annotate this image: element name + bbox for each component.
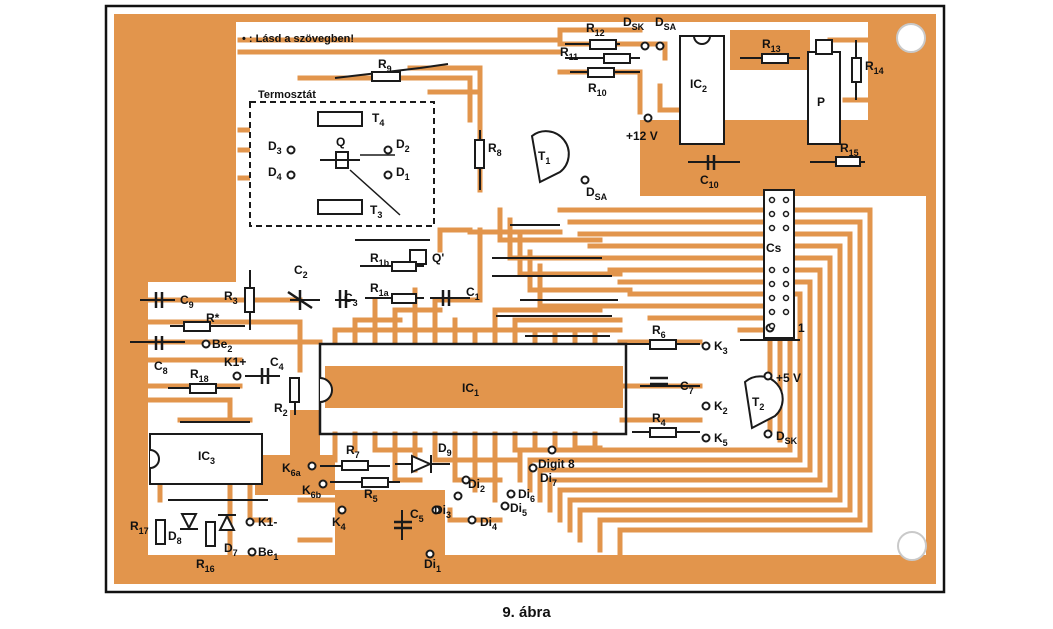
di4-label: Di4 [480,515,497,532]
crystal-qprime [409,249,427,265]
digit8-label: Digit 8 [538,457,575,471]
t4-label: T4 [372,111,384,128]
r11-label: R11 [560,45,578,62]
di6-label: Di6 [518,487,535,504]
be1-label: Be1 [258,545,278,562]
be2-label: Be2 [212,337,232,354]
termosztat-label: Termosztát [258,89,316,101]
k1p-label: K1+ [224,355,246,369]
k6b-label: K6b [302,483,322,500]
r16-label: R16 [196,557,215,574]
pcb-layout-diagram: • : Lásd a szövegben! Termosztát R12 DSK… [104,4,946,594]
di3-label: Di3 [434,503,451,520]
di1-label: Di1 [424,557,441,574]
note-text: • : Lásd a szövegben! [242,33,354,45]
r8-label: R8 [488,141,502,158]
r4-label: R4 [652,411,666,428]
c9-label: C9 [180,293,194,310]
ic2-package [679,35,725,145]
di5-label: Di5 [510,501,527,518]
c4-label: C4 [270,355,284,372]
solder-pads [201,41,775,559]
q-label: Q [336,135,345,149]
c5-label: C5 [410,507,424,524]
r5-label: R5 [364,487,378,504]
c8-label: C8 [154,359,168,376]
k5-label: K5 [714,431,728,448]
c3-label: C3 [344,291,358,308]
r13-label: R13 [762,37,781,54]
potentiometer-p [807,39,841,145]
resistors [155,39,862,547]
capacitors [154,155,716,530]
r12-label: R12 [586,21,605,38]
v12-label: +12 V [626,129,658,143]
d9-label: D9 [438,441,452,458]
t2-label: T2 [752,395,764,412]
k6a-label: K6a [282,461,302,478]
dsa2-label: DSA [586,185,608,202]
cs-pins [768,196,790,330]
diodes [180,454,433,531]
dsk2-label: DSK [776,429,798,446]
ic3-label: IC3 [198,449,215,466]
dsa-label: DSA [655,15,677,32]
ic1-package [318,342,628,436]
c1-label: C1 [466,285,480,302]
connector-cs [763,189,795,339]
r9-label: R9 [378,57,392,74]
k2-label: K2 [714,399,728,416]
mounting-hole-bottom-right [897,531,927,561]
r18-label: R18 [190,367,209,384]
di2-label: Di2 [468,477,485,494]
di7-label: Di7 [540,471,557,488]
k3-label: K3 [714,339,728,356]
d8-label: D8 [168,529,182,546]
d2-label: D2 [396,137,410,154]
d1-label: D1 [396,165,410,182]
d7-label: D7 [224,541,238,558]
r2-label: R2 [274,401,288,418]
transistor-t2 [743,375,784,430]
r14-label: R14 [865,59,884,76]
k4-label: K4 [332,515,346,532]
qprime-label: Q' [432,251,444,265]
d4-label: D4 [268,165,282,182]
rstar-label: R* [206,311,220,325]
r7-label: R7 [346,443,360,460]
k1m-label: K1- [258,515,277,529]
figure-caption: 9. ábra [502,604,551,621]
thermostat-box [249,101,435,227]
transistor-t1 [530,130,570,184]
t3-label: T3 [370,203,382,220]
ic1-label: IC1 [462,381,479,398]
r6-label: R6 [652,323,666,340]
cs-label: Cs [766,241,782,255]
r17-label: R17 [130,519,149,536]
ic2-label: IC2 [690,77,707,94]
r3-label: R3 [224,289,238,306]
pin1-label: 1 [798,321,805,335]
c10-label: C10 [700,173,719,190]
d3-label: D3 [268,139,282,156]
r10-label: R10 [588,81,607,98]
dsk-label: DSK [623,15,645,32]
ic3-package [149,433,263,485]
t1-label: T1 [538,149,550,166]
mounting-hole-top-right [896,23,926,53]
p-label: P [817,95,825,109]
r1a-label: R1a [370,281,390,298]
r15-label: R15 [840,141,859,158]
c7-label: C7 [680,379,694,396]
c2-label: C2 [294,263,308,280]
r1b-label: R1b [370,251,390,268]
v5-label: +5 V [776,371,801,385]
